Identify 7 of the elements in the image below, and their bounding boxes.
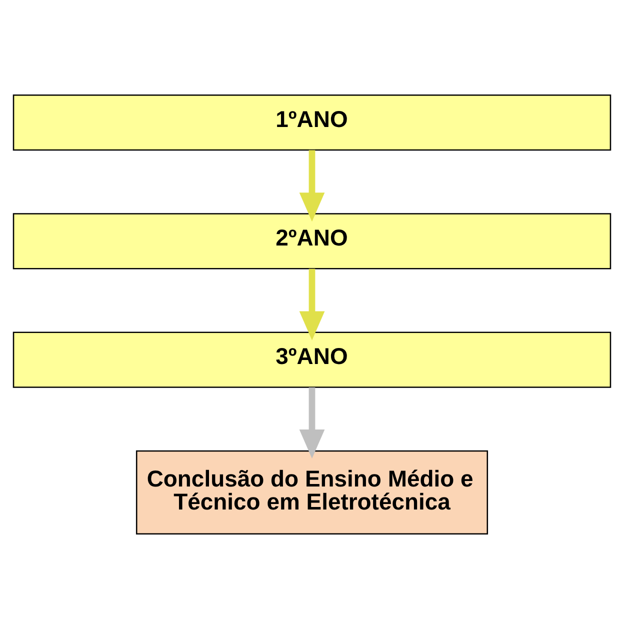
node-box: 3ºANO (12, 332, 612, 388)
node-box: 1ºANO (12, 94, 612, 151)
node-box: Conclusão do Ensino Médio e Técnico em Eletrotécnica (136, 450, 488, 535)
node-box: 2ºANO (12, 213, 612, 270)
arrow (299, 268, 325, 340)
arrow (299, 387, 325, 458)
arrow (299, 150, 325, 222)
